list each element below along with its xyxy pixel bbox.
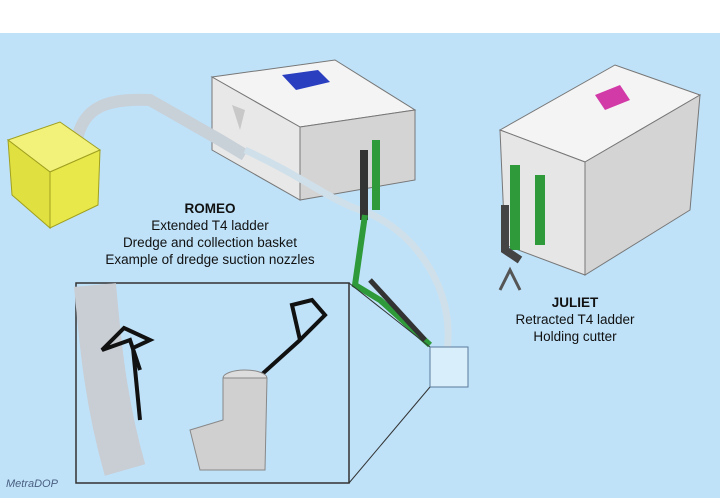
romeo-line: Dredge and collection basket <box>122 235 298 250</box>
metradop-logo: MetraDOP <box>6 478 58 490</box>
juliet-line: Retracted T4 ladder <box>515 312 635 327</box>
cutter-icon <box>498 266 522 291</box>
romeo-vessel <box>210 59 417 201</box>
juliet-line: Holding cutter <box>533 329 617 344</box>
blue-arrow-icon <box>282 70 330 90</box>
juliet-title: JULIET <box>551 295 599 310</box>
zoom-region-marker <box>429 346 469 388</box>
romeo-line: Extended T4 ladder <box>151 218 269 233</box>
romeo-ladder <box>351 140 433 348</box>
pink-arrow-icon <box>595 85 630 110</box>
juliet-caption: JULIET Retracted T4 ladder Holding cutte… <box>490 294 660 345</box>
nozzle-inset <box>74 282 350 484</box>
romeo-caption: ROMEO Extended T4 ladder Dredge and coll… <box>60 200 360 268</box>
romeo-title: ROMEO <box>184 201 236 216</box>
juliet-vessel <box>498 64 702 291</box>
collection-basket <box>6 121 102 230</box>
romeo-line: Example of dredge suction nozzles <box>105 252 315 267</box>
